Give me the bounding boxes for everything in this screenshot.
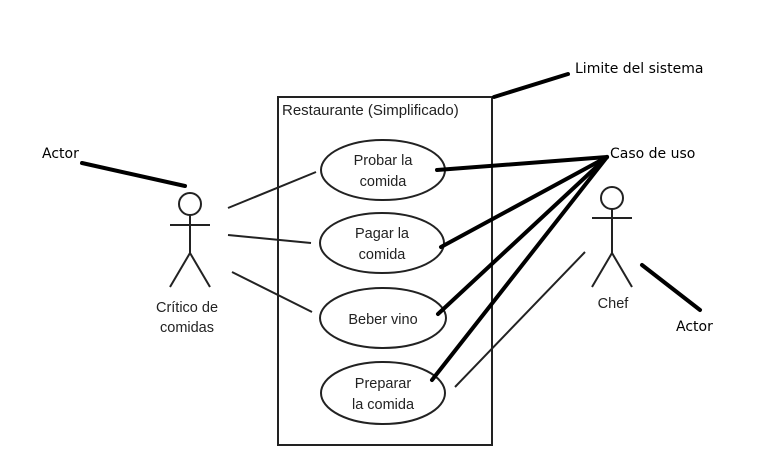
use-case-label-line: Preparar	[355, 376, 412, 392]
use-case-label-line: comida	[360, 174, 408, 190]
use-case-probar: Probar la comida	[320, 139, 446, 201]
annotation-actor-right: Actor	[676, 319, 713, 335]
system-boundary	[277, 96, 493, 446]
actor-critico-label: Crítico de	[156, 300, 218, 316]
associations	[227, 171, 586, 388]
use-case-label-line: Beber vino	[348, 312, 417, 328]
annotation-actor-left: Actor	[42, 146, 79, 162]
actor-chef	[591, 186, 633, 288]
annotation-use-case: Caso de uso	[610, 146, 695, 162]
use-case-label-line: comida	[359, 247, 407, 263]
system-title: Restaurante (Simplificado)	[282, 102, 459, 119]
use-case-preparar: Preparar la comida	[320, 361, 446, 425]
use-case-label-line: la comida	[352, 397, 415, 413]
annotation-pointers	[80, 72, 702, 382]
use-case-beber: Beber vino	[319, 287, 447, 349]
actor-critico	[169, 192, 211, 288]
use-case-label-line: Probar la	[354, 153, 414, 169]
use-case-label-line: Pagar la	[355, 226, 410, 242]
actor-chef-label: Chef	[598, 296, 630, 312]
annotation-system-boundary: Limite del sistema	[575, 61, 703, 77]
actor-critico-label: comidas	[160, 320, 214, 336]
use-case-pagar: Pagar la comida	[319, 212, 445, 274]
